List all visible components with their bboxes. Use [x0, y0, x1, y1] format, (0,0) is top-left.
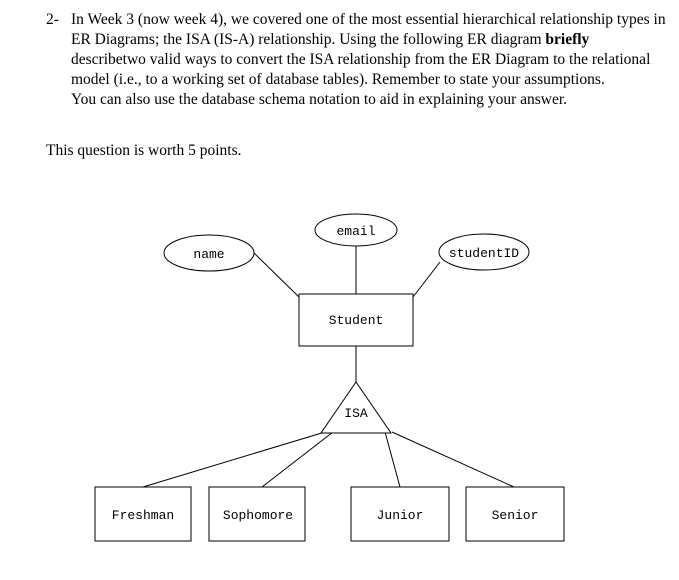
attribute-name-label: name	[193, 247, 224, 262]
question-2: 2- In Week 3 (now week 4), we covered on…	[46, 10, 666, 110]
question-text-part2: describetwo valid ways to convert the IS…	[71, 51, 651, 88]
attribute-name-ellipse	[163, 234, 255, 272]
attribute-studentid-label: studentID	[449, 246, 519, 261]
question-bold-word: briefly	[545, 31, 590, 48]
attribute-email-label: email	[336, 224, 375, 239]
question-number: 2-	[46, 11, 59, 28]
question-text-part1: In Week 3 (now week 4), we covered one o…	[71, 11, 666, 48]
subclass-senior-box	[465, 486, 565, 542]
question-body: In Week 3 (now week 4), we covered one o…	[71, 10, 666, 110]
connector-senior	[391, 431, 515, 488]
connector-sophomore	[261, 431, 334, 488]
connector-junior	[384, 431, 401, 488]
subclass-freshman-label: Freshman	[112, 508, 174, 523]
attribute-email-ellipse	[314, 213, 398, 247]
isa-label: ISA	[344, 406, 368, 421]
connector-freshman	[142, 431, 326, 488]
attribute-studentid-ellipse	[438, 233, 530, 271]
connector-studentid	[412, 261, 441, 298]
entity-student-label: Student	[329, 313, 384, 328]
subclass-sophomore-box	[208, 486, 306, 542]
entity-student-box	[298, 293, 414, 347]
subclass-sophomore-label: Sophomore	[223, 508, 293, 523]
isa-triangle	[320, 381, 392, 434]
points-note: This question is worth 5 points.	[46, 142, 242, 159]
subclass-junior-box	[350, 486, 450, 542]
connector-name	[253, 252, 300, 298]
subclass-junior-label: Junior	[377, 508, 424, 523]
subclass-freshman-box	[94, 486, 192, 542]
question-instruction: You can also use the database schema not…	[71, 91, 568, 108]
subclass-senior-label: Senior	[492, 508, 539, 523]
